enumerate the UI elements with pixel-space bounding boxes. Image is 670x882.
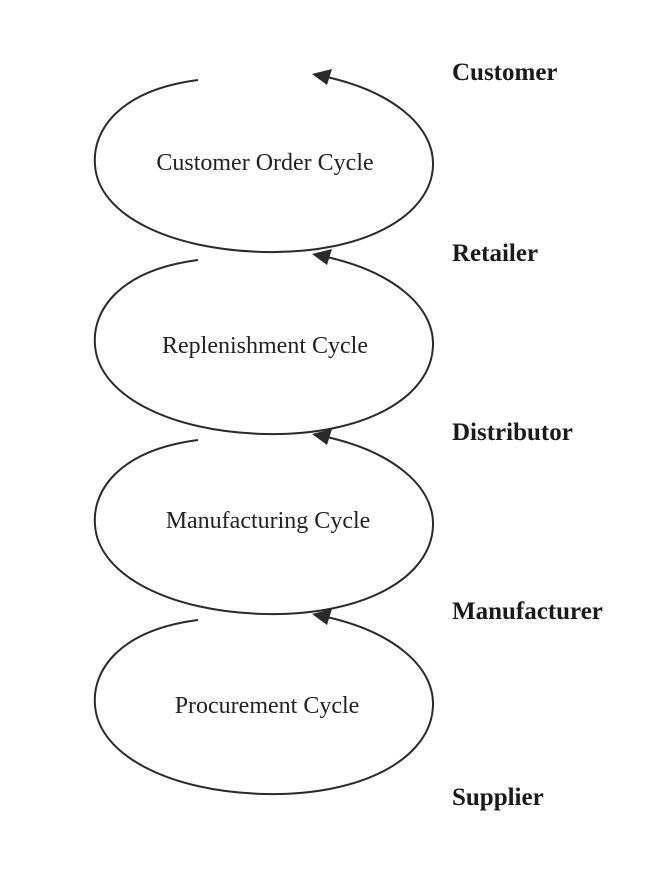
cycle-ellipse [93,435,435,616]
cycle-label: Customer Order Cycle [156,150,373,176]
cycle-ellipse [93,615,435,796]
stage-label-customer: Customer [452,59,558,86]
cycle-label: Manufacturing Cycle [166,508,371,534]
cycle-label: Procurement Cycle [175,693,360,719]
stage-label-retailer: Retailer [452,240,538,267]
cycle-ellipse [93,255,435,436]
arrow-head-icon [312,429,332,445]
stage-label-manufacturer: Manufacturer [452,598,603,625]
cycle-procurement: Procurement Cycle [93,609,435,796]
arrow-head-icon [312,609,332,625]
cycle-ellipse [93,75,435,254]
cycle-customer-order: Customer Order Cycle [93,69,435,254]
arrow-head-icon [312,69,332,85]
cycle-manufacturing: Manufacturing Cycle [93,429,435,616]
stage-label-distributor: Distributor [452,419,573,446]
cycle-replenishment: Replenishment Cycle [93,249,435,436]
stage-label-supplier: Supplier [452,784,544,811]
arrow-head-icon [312,249,332,265]
cycle-label: Replenishment Cycle [162,333,368,359]
